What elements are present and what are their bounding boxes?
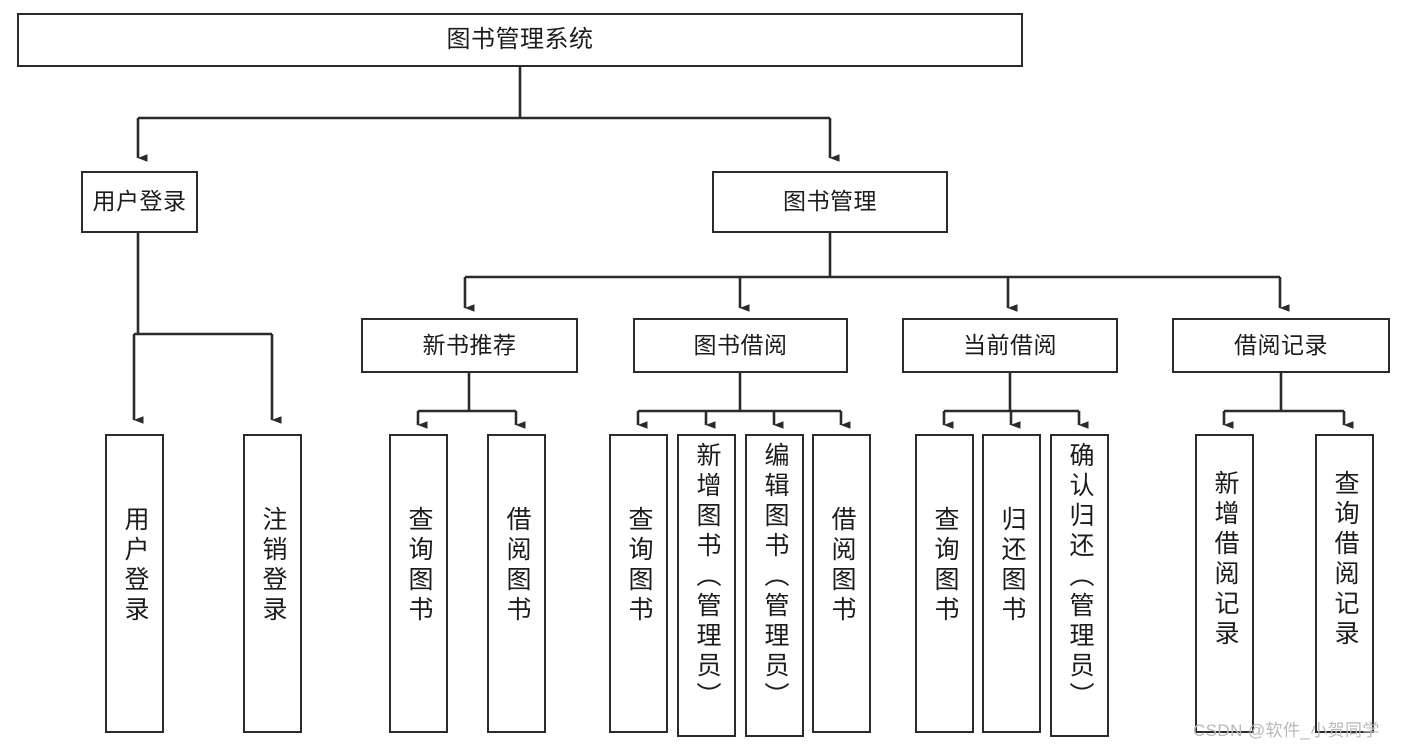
node-leaf-user-logout[interactable]: 注销登录 bbox=[243, 434, 302, 733]
node-leaf-add-book[interactable]: 新增图书（管理员） bbox=[677, 434, 736, 737]
node-user-login[interactable]: 用户登录 bbox=[81, 171, 198, 233]
node-leaf-query-book-2-label: 查询图书 bbox=[625, 506, 653, 626]
node-leaf-add-book-label: 新增图书（管理员） bbox=[693, 442, 721, 712]
node-current-borrow[interactable]: 当前借阅 bbox=[902, 318, 1118, 373]
node-root[interactable]: 图书管理系统 bbox=[17, 13, 1023, 67]
node-user-login-label: 用户登录 bbox=[92, 188, 187, 215]
node-current-borrow-label: 当前借阅 bbox=[963, 331, 1057, 358]
node-leaf-query-book-2[interactable]: 查询图书 bbox=[609, 434, 668, 733]
node-leaf-borrow-book-2[interactable]: 借阅图书 bbox=[812, 434, 871, 733]
node-leaf-return-book-label: 归还图书 bbox=[998, 506, 1026, 626]
node-book-management[interactable]: 图书管理 bbox=[712, 171, 948, 233]
node-leaf-borrow-book-1-label: 借阅图书 bbox=[503, 506, 531, 626]
node-leaf-edit-book[interactable]: 编辑图书（管理员） bbox=[745, 434, 804, 737]
node-leaf-user-login[interactable]: 用户登录 bbox=[105, 434, 164, 733]
node-leaf-user-login-label: 用户登录 bbox=[121, 506, 149, 626]
node-leaf-borrow-book-1[interactable]: 借阅图书 bbox=[487, 434, 546, 733]
node-leaf-return-book[interactable]: 归还图书 bbox=[982, 434, 1041, 733]
node-new-book-recommend-label: 新书推荐 bbox=[422, 331, 517, 358]
csdn-watermark: CSDN @软件_小贺同学 bbox=[1193, 721, 1380, 740]
node-leaf-confirm-return[interactable]: 确认归还（管理员） bbox=[1050, 434, 1109, 737]
node-book-management-label: 图书管理 bbox=[783, 188, 877, 215]
node-leaf-borrow-book-2-label: 借阅图书 bbox=[828, 506, 856, 626]
node-leaf-confirm-return-label: 确认归还（管理员） bbox=[1066, 442, 1094, 712]
node-leaf-query-book-1[interactable]: 查询图书 bbox=[389, 434, 448, 733]
node-leaf-user-logout-label: 注销登录 bbox=[259, 506, 287, 626]
node-borrow-record-label: 借阅记录 bbox=[1234, 331, 1328, 358]
node-book-borrow-label: 图书借阅 bbox=[693, 331, 788, 358]
node-new-book-recommend[interactable]: 新书推荐 bbox=[361, 318, 578, 373]
node-leaf-query-book-3[interactable]: 查询图书 bbox=[915, 434, 974, 733]
node-borrow-record[interactable]: 借阅记录 bbox=[1172, 318, 1390, 373]
node-leaf-edit-book-label: 编辑图书（管理员） bbox=[761, 442, 789, 712]
node-leaf-query-record[interactable]: 查询借阅记录 bbox=[1315, 434, 1374, 733]
node-leaf-query-book-3-label: 查询图书 bbox=[931, 506, 959, 626]
node-leaf-add-record-label: 新增借阅记录 bbox=[1211, 470, 1239, 650]
node-book-borrow[interactable]: 图书借阅 bbox=[633, 318, 848, 373]
node-root-label: 图书管理系统 bbox=[446, 25, 594, 53]
node-leaf-query-book-1-label: 查询图书 bbox=[405, 506, 433, 626]
node-leaf-query-record-label: 查询借阅记录 bbox=[1331, 470, 1359, 650]
node-leaf-add-record[interactable]: 新增借阅记录 bbox=[1195, 434, 1254, 733]
